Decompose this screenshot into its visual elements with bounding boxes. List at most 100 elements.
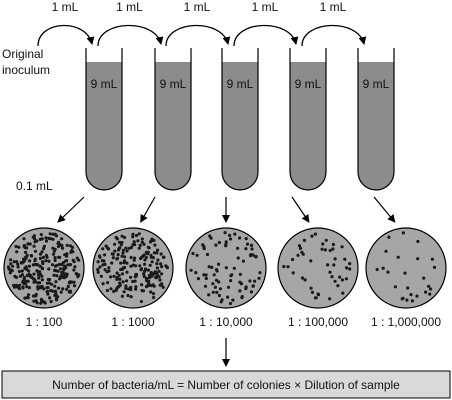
colony — [129, 295, 133, 299]
colony — [124, 284, 128, 288]
colony — [125, 249, 129, 253]
colony — [115, 271, 119, 275]
colony — [223, 231, 227, 235]
colony — [427, 284, 431, 288]
colony — [249, 243, 254, 247]
colony — [49, 288, 53, 293]
colony — [148, 263, 152, 267]
colony — [226, 295, 230, 299]
colony — [121, 251, 125, 255]
colony — [332, 263, 336, 267]
colony — [231, 298, 235, 302]
colony — [27, 269, 31, 273]
colony — [224, 240, 228, 244]
colony — [340, 278, 344, 282]
colony — [211, 282, 215, 286]
colony — [344, 277, 348, 281]
colony — [105, 288, 109, 293]
colony — [336, 284, 340, 288]
colony — [40, 278, 45, 282]
colony — [155, 251, 159, 255]
source-label-line1: Original — [2, 47, 43, 61]
colony — [44, 239, 49, 243]
colony — [309, 259, 313, 263]
colony — [62, 266, 66, 270]
colony — [123, 235, 127, 240]
colony — [224, 266, 228, 270]
colony — [49, 237, 53, 241]
colony — [121, 248, 125, 252]
colony — [157, 269, 161, 273]
colony — [38, 252, 43, 256]
transfer-arrow — [37, 24, 95, 47]
colony — [77, 258, 81, 262]
colony — [209, 236, 213, 240]
colony — [60, 243, 64, 247]
colony — [429, 287, 433, 291]
colony — [238, 272, 242, 276]
dilution-label: 1 : 10,000 — [199, 315, 253, 329]
colony — [203, 284, 208, 288]
colony — [123, 255, 127, 259]
colony — [249, 290, 253, 294]
colony — [144, 250, 148, 254]
colony — [74, 272, 78, 276]
colony — [22, 244, 26, 249]
plating-arrow — [373, 196, 396, 223]
colony — [114, 288, 118, 292]
colony — [328, 270, 332, 274]
tube-liquid — [290, 62, 326, 190]
colony — [217, 262, 221, 266]
colony — [38, 264, 42, 268]
colony — [333, 279, 337, 283]
colony — [52, 249, 56, 253]
colony — [134, 274, 138, 278]
colony — [32, 299, 36, 303]
colony — [33, 262, 37, 267]
colony — [14, 244, 18, 249]
colony — [131, 263, 135, 267]
colony — [124, 286, 128, 290]
dilution-label: 1 : 100,000 — [288, 315, 348, 329]
colony — [324, 238, 328, 242]
colony — [25, 273, 29, 278]
colony — [146, 245, 150, 249]
colony — [98, 255, 102, 259]
test-tube — [221, 48, 259, 191]
colony — [152, 295, 156, 300]
colony — [406, 286, 410, 290]
colony — [236, 246, 240, 250]
colony — [53, 232, 57, 236]
colony — [56, 269, 60, 273]
colony — [38, 256, 43, 260]
colony — [101, 263, 105, 267]
colony — [22, 237, 26, 241]
colony — [140, 289, 144, 293]
colony — [16, 262, 20, 266]
tube-liquid — [155, 62, 191, 190]
colony — [250, 247, 254, 251]
colony — [26, 242, 30, 246]
colony — [106, 281, 110, 285]
colony — [39, 233, 43, 237]
tube-volume-label: 9 mL — [91, 77, 118, 91]
colony — [65, 243, 69, 247]
colony — [134, 285, 138, 289]
test-tube — [357, 48, 395, 191]
colony — [226, 285, 231, 289]
colony — [217, 280, 221, 284]
colony — [48, 232, 52, 236]
colony — [254, 254, 258, 259]
colony — [328, 248, 332, 253]
colony — [214, 243, 218, 247]
colony — [38, 237, 43, 241]
colony — [131, 279, 135, 284]
colony — [42, 247, 46, 251]
colony — [40, 250, 44, 254]
colony — [340, 245, 344, 249]
colony — [282, 264, 286, 269]
colony — [9, 258, 13, 262]
